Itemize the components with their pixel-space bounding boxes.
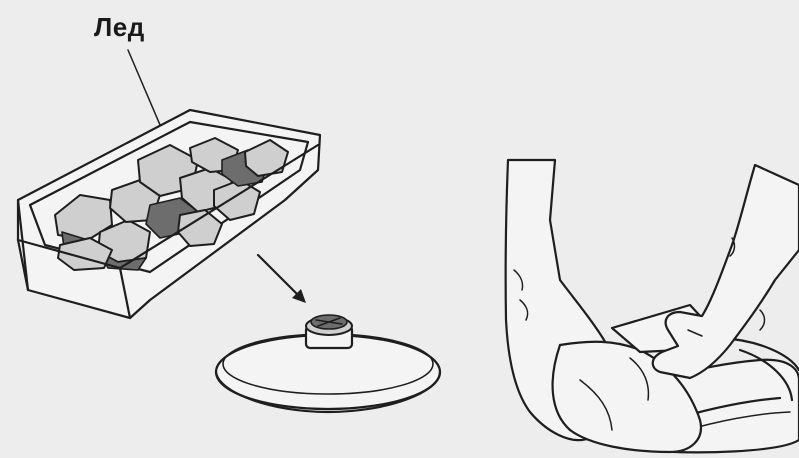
pot-lid [216,315,440,412]
flow-arrow [258,255,306,303]
ice-tray [18,110,320,318]
lid-knob [306,315,352,348]
hands-wiping-lid [506,160,799,452]
